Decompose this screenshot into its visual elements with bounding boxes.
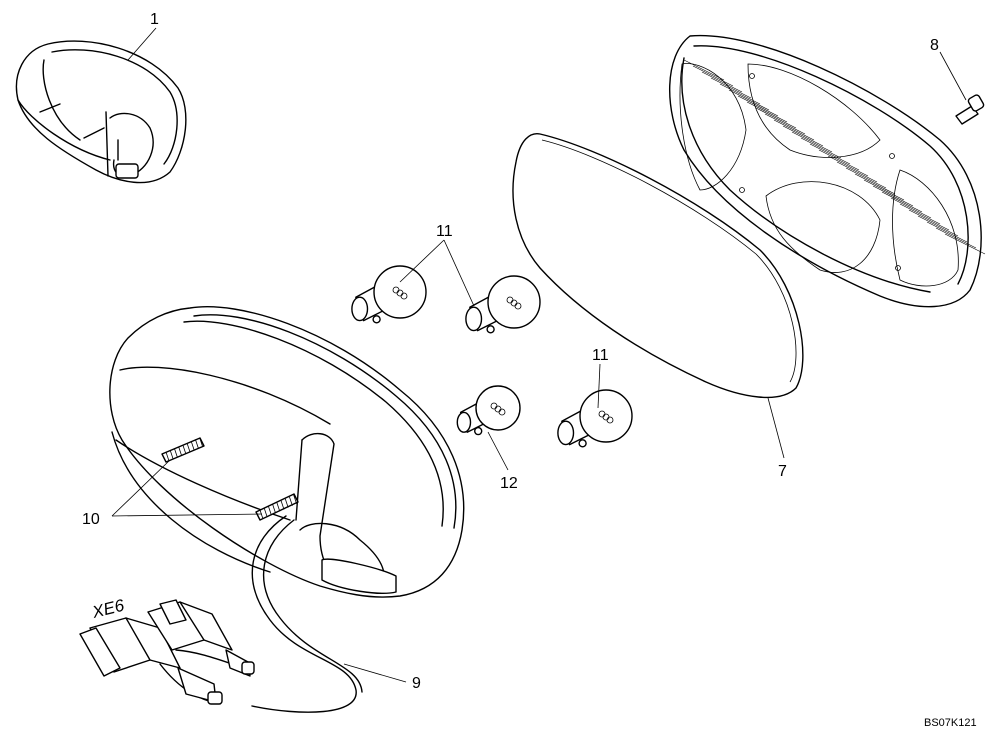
connector-plug-2 <box>147 599 255 677</box>
part-8-screw <box>955 94 985 125</box>
part-9-wiring-harness <box>79 515 363 713</box>
callout-11-lower: 11 <box>592 347 609 364</box>
callout-9: 9 <box>412 675 421 692</box>
lens-hatch-lines <box>683 59 986 255</box>
part-7-gasket <box>512 133 804 399</box>
connector-plug-1 <box>79 617 223 705</box>
callout-8: 8 <box>930 37 939 54</box>
part-10-studs <box>161 437 299 521</box>
callout-1: 1 <box>150 11 159 28</box>
callout-12: 12 <box>500 475 518 492</box>
stud-upper <box>161 437 205 463</box>
drawing-code: BS07K121 <box>924 717 977 729</box>
connector-label-xe6: XE6 <box>89 596 126 623</box>
bulb-11-upper-left <box>351 265 427 324</box>
lamp-housing <box>109 306 465 598</box>
stud-lower <box>255 493 299 521</box>
leader-lines <box>111 27 967 683</box>
callout-10: 10 <box>82 511 100 528</box>
bulbs-group <box>351 265 633 448</box>
bulb-12 <box>456 385 521 436</box>
bulb-11-upper-right <box>465 275 541 334</box>
part-8-lens-assembly <box>669 34 986 308</box>
callout-11-upper: 11 <box>436 223 453 240</box>
part-1-lamp-assembly <box>15 40 187 184</box>
callout-7: 7 <box>778 463 787 480</box>
bulb-11-lower <box>557 389 633 448</box>
